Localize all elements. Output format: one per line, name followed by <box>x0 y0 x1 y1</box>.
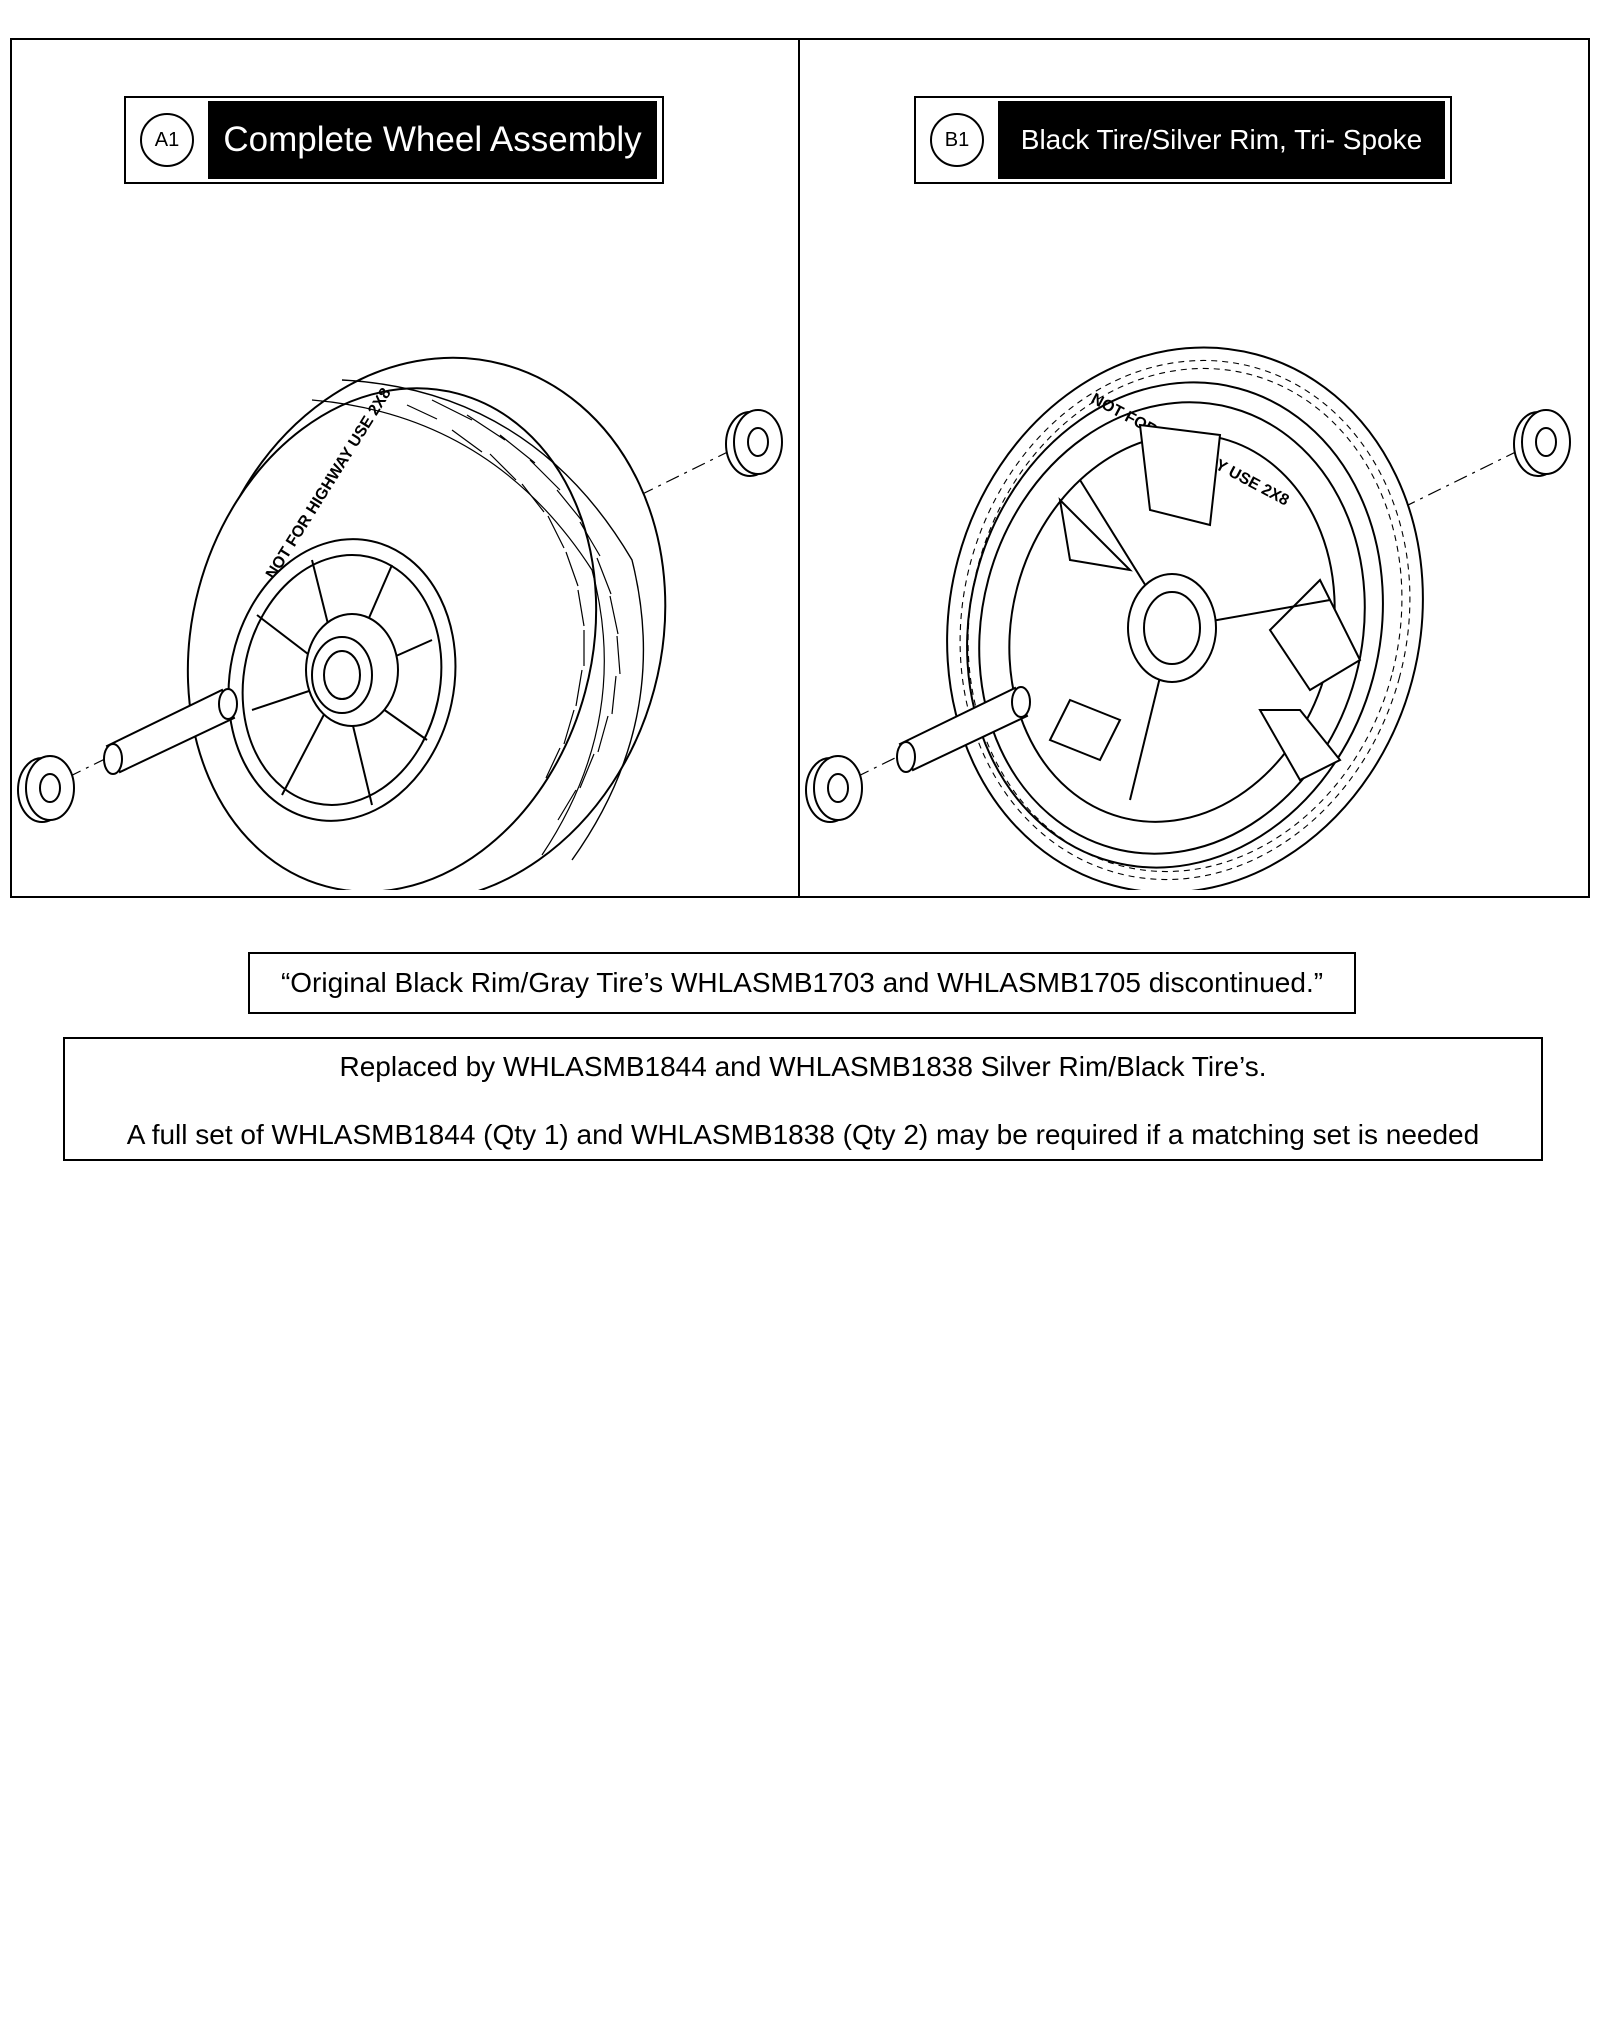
panel-b1-label: B1 Black Tire/Silver Rim, Tri- Spoke <box>914 96 1452 184</box>
bearing-left-a1 <box>17 755 75 823</box>
axle-tube-a1 <box>103 688 238 775</box>
bearing-right-a1 <box>725 409 783 477</box>
bearing-right-b1 <box>1513 409 1571 477</box>
exploded-view-panels: A1 Complete Wheel Assembly NOT FOR HIGH <box>10 38 1590 898</box>
callout-a1: A1 <box>140 113 194 167</box>
panel-divider <box>798 40 800 896</box>
discontinued-note: “Original Black Rim/Gray Tire’s WHLASMB1… <box>248 952 1356 1014</box>
panel-a1-label: A1 Complete Wheel Assembly <box>124 96 664 184</box>
panel-a1: A1 Complete Wheel Assembly NOT FOR HIGH <box>12 40 798 896</box>
callout-b1: B1 <box>930 113 984 167</box>
panel-b1-title: Black Tire/Silver Rim, Tri- Spoke <box>998 101 1445 179</box>
panel-a1-title: Complete Wheel Assembly <box>208 101 657 179</box>
bearing-left-b1 <box>805 755 863 823</box>
rim-a1 <box>227 538 457 822</box>
replacement-note-line2: A full set of WHLASMB1844 (Qty 1) and WH… <box>126 1119 1480 1150</box>
replacement-note: Replaced by WHLASMB1844 and WHLASMB1838 … <box>63 1037 1543 1161</box>
rim-b1-tri-spoke <box>1008 423 1362 823</box>
replacement-note-line1: Replaced by WHLASMB1844 and WHLASMB1838 … <box>339 1051 1267 1082</box>
axle-tube-b1 <box>896 686 1031 773</box>
wheel-assembly-b1-drawing: NOT FOR HIGHWAY USE 2X8 <box>805 346 1571 890</box>
panel-b1: B1 Black Tire/Silver Rim, Tri- Spoke NOT… <box>800 40 1588 896</box>
wheel-assembly-a1-drawing: NOT FOR HIGHWAY USE 2X8 <box>17 356 783 890</box>
axle-centerline <box>829 439 1541 791</box>
